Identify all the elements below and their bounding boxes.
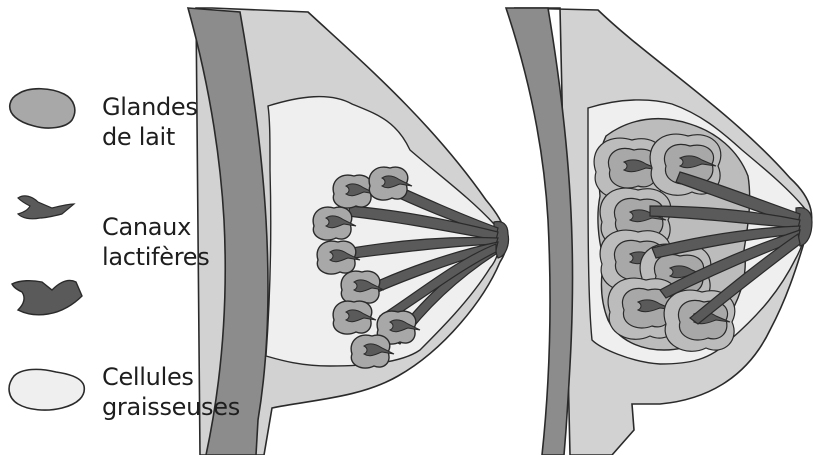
legend-fat-cells-line1: Cellules xyxy=(102,362,240,392)
milk-gland-icon xyxy=(10,89,75,128)
legend-label-fat-cells: Cellules graisseuses xyxy=(102,362,240,422)
legend-milk-ducts-line1: Canaux xyxy=(102,212,209,242)
legend-fat-cells-line2: graisseuses xyxy=(102,392,240,422)
legend-milk-glands-line2: de lait xyxy=(102,122,198,152)
legend-milk-glands-line1: Glandes xyxy=(102,92,198,122)
breast-lactating xyxy=(506,8,812,455)
large-duct-icon xyxy=(12,280,82,314)
small-duct-icon xyxy=(18,196,74,219)
legend-milk-ducts-line2: lactifères xyxy=(102,242,209,272)
legend-label-milk-ducts: Canaux lactifères xyxy=(102,212,209,272)
legend-label-milk-glands: Glandes de lait xyxy=(102,92,198,152)
fat-cell-icon xyxy=(9,369,84,410)
